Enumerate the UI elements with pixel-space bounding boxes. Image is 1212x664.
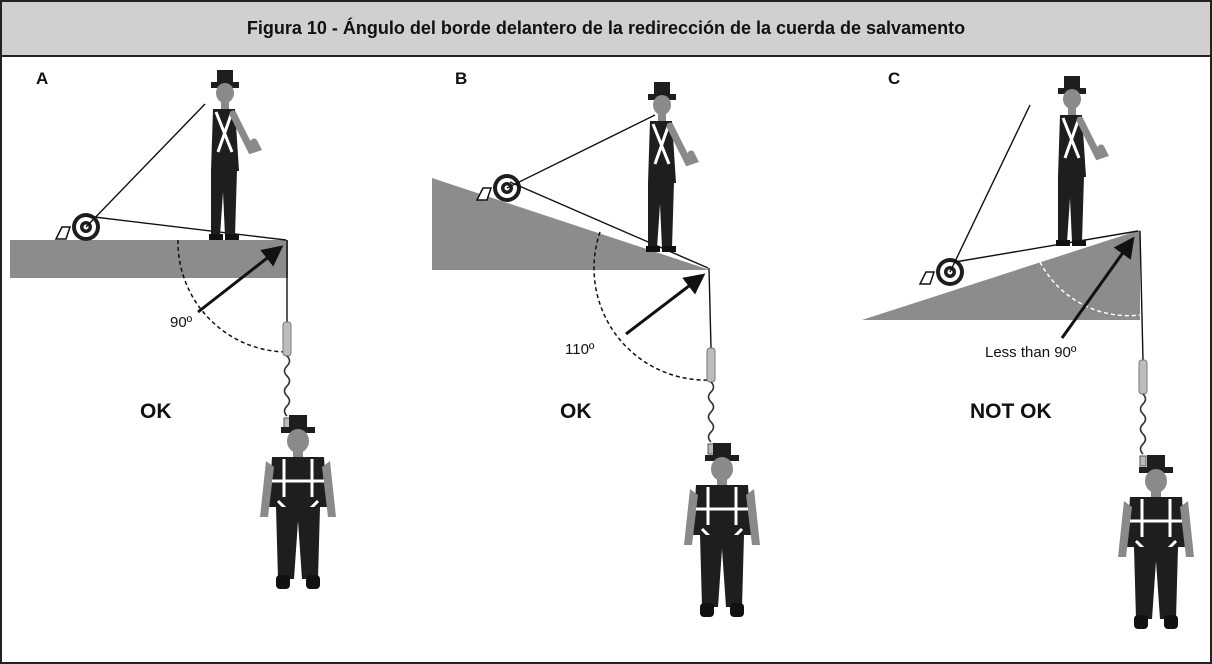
title-bar: Figura 10 - Ángulo del borde delantero d… [2,2,1210,57]
angle-arrow-c [1060,236,1135,339]
absorber-c [1138,359,1148,467]
panel-b-letter: B [455,69,467,88]
worker-c-hanging [1116,453,1196,631]
worker-b-standing [646,82,694,252]
angle-arc-c [1039,261,1141,317]
lanyard-c [949,104,1031,273]
panel-a-letter: A [36,69,48,88]
angle-arrow-a [197,245,284,314]
worker-a-standing [209,70,257,240]
angle-label-c: Less than 90º [985,344,1077,361]
panel-a: A 90º OK [10,69,338,591]
lanyard-b [506,114,656,189]
lifeline-a-top [85,215,287,241]
panel-c: C Less than 90º NOT OK [862,69,1196,631]
status-c: NOT OK [970,400,1052,423]
worker-b-hanging [682,441,762,619]
lanyard-a [85,103,206,228]
angle-label-b: 110º [565,341,595,358]
figure-title: Figura 10 - Ángulo del borde delantero d… [246,18,966,38]
ledge-c [862,230,1140,320]
status-a: OK [140,400,172,423]
worker-a-hanging [258,413,338,591]
absorber-a [282,321,292,429]
ledge-a [10,240,288,278]
angle-label-a: 90º [170,314,193,331]
angle-arc-a [177,239,288,353]
angle-arc-b [593,231,712,381]
lifeline-c-top [954,230,1139,263]
panel-c-letter: C [888,69,900,88]
ledge-b [432,178,710,270]
panel-b: B 110º OK [432,69,762,619]
worker-c-standing [1056,76,1104,246]
absorber-b [706,347,716,455]
lifeline-b-drop [708,267,712,349]
lifeline-b-top [509,181,709,269]
lifeline-c-drop [1139,230,1144,361]
status-b: OK [560,400,592,423]
srl-b-icon [476,173,522,203]
angle-arrow-b [625,273,706,336]
